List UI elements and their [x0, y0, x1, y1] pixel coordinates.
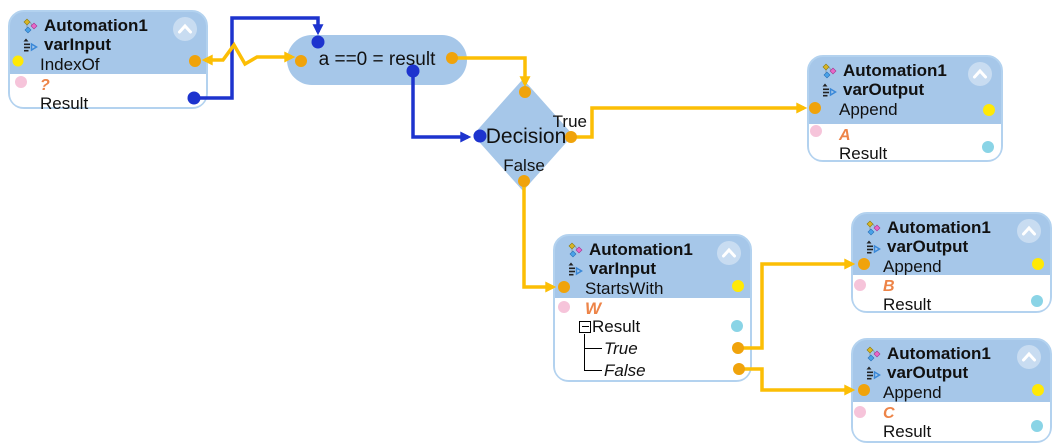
workflow-icon — [865, 346, 881, 362]
node-title: Automation1 — [843, 60, 947, 80]
port-append-c-result[interactable] — [1031, 420, 1043, 432]
result-true-label: True — [604, 339, 638, 358]
node-append-a[interactable]: Automation1 varOutput Append A Result — [807, 55, 1003, 163]
node-method: Append — [883, 256, 942, 276]
node-title: Automation1 — [887, 217, 991, 237]
node-append-c[interactable]: Automation1 varOutput Append C Result — [851, 338, 1052, 443]
tree-line-vertical — [584, 334, 585, 371]
port-append-c-out[interactable] — [1032, 384, 1044, 396]
port-startswith-false[interactable] — [733, 363, 745, 375]
result-label: Result — [883, 295, 932, 314]
result-false-label: False — [604, 361, 646, 380]
node-title: Automation1 — [589, 239, 693, 259]
tree-line-true — [584, 348, 602, 349]
port-append-a-out[interactable] — [983, 104, 995, 116]
param-label: ? — [40, 77, 50, 94]
param-label: C — [883, 405, 895, 422]
port-indexof-out[interactable] — [189, 55, 201, 67]
node-method: StartsWith — [585, 278, 664, 298]
port-startswith-out[interactable] — [732, 280, 744, 292]
port-expression-right[interactable] — [446, 52, 458, 64]
workflow-icon — [865, 220, 881, 236]
port-decision-top[interactable] — [519, 86, 531, 98]
node-title: Automation1 — [887, 343, 991, 363]
port-startswith-in[interactable] — [558, 281, 570, 293]
expression-node[interactable]: a ==0 = result — [287, 35, 467, 85]
result-label: Result — [40, 94, 89, 113]
port-append-a-param[interactable] — [810, 125, 822, 137]
port-decision-left[interactable] — [473, 129, 487, 143]
wire-startswith-true-to-append-b[interactable] — [740, 258, 856, 350]
port-startswith-result[interactable] — [731, 320, 743, 332]
expression-label: a ==0 = result — [318, 49, 436, 70]
decision-shape[interactable] — [473, 79, 573, 191]
result-label: Result — [839, 144, 888, 163]
result-label: Result — [883, 422, 932, 441]
node-subtitle: varOutput — [887, 362, 969, 382]
port-decision-true[interactable] — [565, 131, 577, 143]
result-label: Result — [592, 317, 641, 336]
variable-icon — [22, 37, 38, 53]
wire-result-to-expression[interactable] — [196, 16, 324, 100]
node-subtitle: varOutput — [887, 236, 969, 256]
port-expression-bottom[interactable] — [406, 64, 420, 78]
node-subtitle: varInput — [44, 34, 112, 54]
port-indexof-in[interactable] — [12, 55, 24, 67]
port-startswith-param[interactable] — [558, 301, 570, 313]
wire-indexof-expression-link[interactable] — [201, 41, 296, 67]
collapse-button[interactable] — [172, 16, 198, 42]
collapse-button[interactable] — [967, 61, 993, 87]
port-append-b-result[interactable] — [1031, 295, 1043, 307]
wire-true-branch[interactable] — [573, 102, 808, 139]
port-startswith-true[interactable] — [732, 342, 744, 354]
collapse-result-toggle[interactable] — [579, 321, 591, 333]
param-label: A — [839, 127, 851, 144]
workflow-icon — [821, 63, 837, 79]
variable-icon — [821, 82, 837, 98]
collapse-button[interactable] — [1016, 344, 1042, 370]
node-indexof[interactable]: Automation1 varInput IndexOf ? Result — [8, 10, 208, 113]
node-startswith[interactable]: Automation1 varInput StartsWith W Result… — [553, 234, 752, 382]
workflow-icon — [22, 18, 38, 34]
port-append-a-in[interactable] — [809, 102, 821, 114]
wire-expression-to-decision[interactable] — [411, 73, 472, 143]
node-method: IndexOf — [40, 54, 100, 74]
variable-icon — [865, 365, 881, 381]
variable-icon — [865, 239, 881, 255]
port-expression-left[interactable] — [295, 55, 307, 67]
wire-startswith-false-to-append-c[interactable] — [741, 367, 856, 396]
variable-icon — [567, 261, 583, 277]
node-subtitle: varInput — [589, 258, 657, 278]
wire-expression-to-decision-top[interactable] — [453, 56, 531, 88]
port-decision-false[interactable] — [518, 175, 530, 187]
port-indexof-param[interactable] — [15, 76, 27, 88]
node-method: Append — [883, 382, 942, 402]
param-label: B — [883, 278, 895, 295]
port-append-b-param[interactable] — [854, 279, 866, 291]
port-append-b-out[interactable] — [1032, 258, 1044, 270]
port-append-b-in[interactable] — [858, 258, 870, 270]
port-indexof-result[interactable] — [187, 91, 201, 105]
port-append-c-param[interactable] — [854, 406, 866, 418]
workflow-icon — [567, 242, 583, 258]
port-expression-top[interactable] — [311, 35, 325, 49]
wire-false-branch[interactable] — [522, 183, 557, 293]
collapse-button[interactable] — [1016, 218, 1042, 244]
port-append-c-in[interactable] — [858, 384, 870, 396]
collapse-button[interactable] — [716, 240, 742, 266]
tree-line-false — [584, 370, 602, 371]
node-method: Append — [839, 99, 898, 119]
port-append-a-result[interactable] — [982, 141, 994, 153]
node-append-b[interactable]: Automation1 varOutput Append B Result — [851, 212, 1052, 314]
node-title: Automation1 — [44, 15, 148, 35]
param-label: W — [585, 299, 602, 318]
result-row: Result — [579, 317, 640, 337]
node-subtitle: varOutput — [843, 79, 925, 99]
